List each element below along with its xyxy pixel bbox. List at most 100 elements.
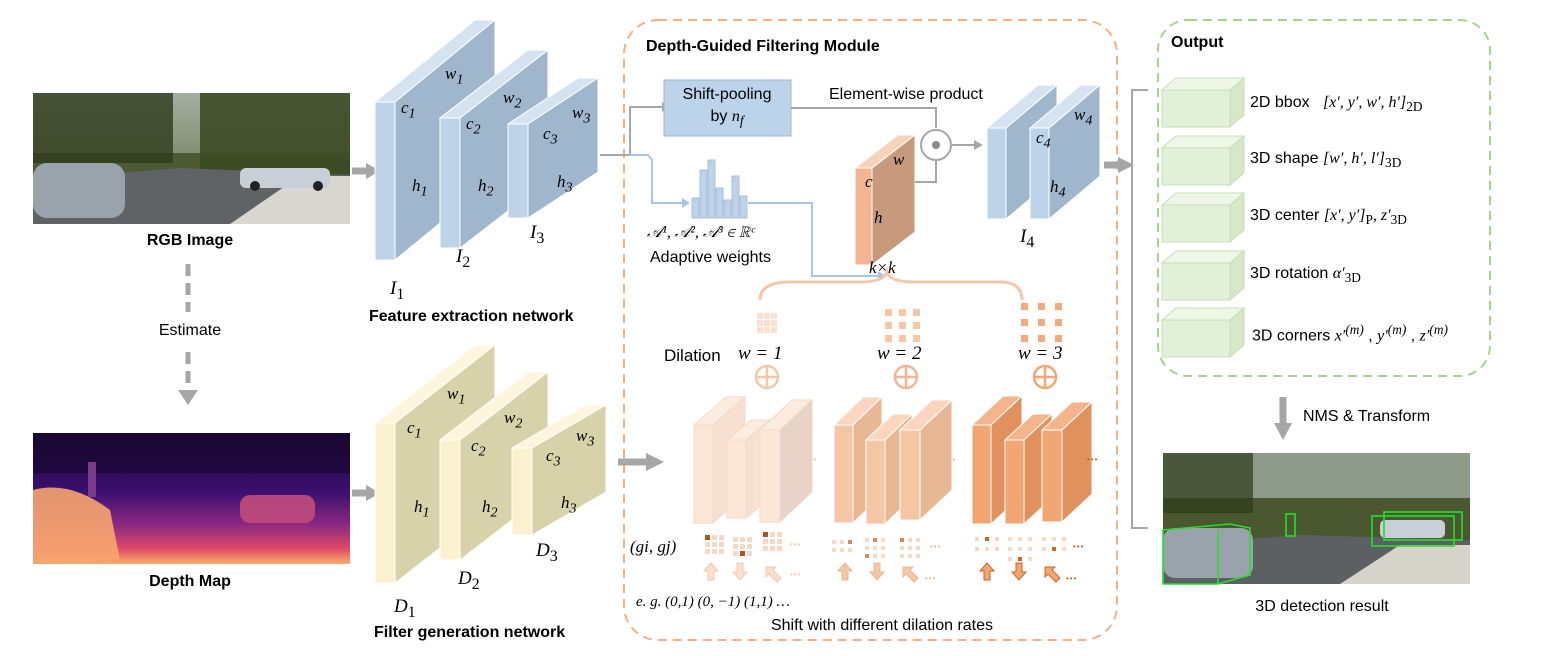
oplus-node-1	[754, 364, 780, 390]
I4-w4-label: w4	[1074, 105, 1093, 129]
output-title: Output	[1171, 34, 1224, 51]
dilation-w2: w = 2	[877, 343, 922, 364]
dilation-group-1-cuboids	[692, 395, 814, 525]
ellipsis-dots-7: •••	[790, 570, 802, 579]
offset-examples-label: e. g. (0,1) (0, −1) (1,1) …	[636, 594, 790, 610]
ellipsis-dots-9: •••	[1066, 574, 1078, 583]
dgf-title: Depth-Guided Filtering Module	[646, 38, 880, 55]
dilation-kernel-3	[1021, 303, 1062, 342]
kernel-cuboid	[853, 133, 917, 267]
output-cube-5	[1160, 306, 1246, 359]
shift-arrows-group-3	[978, 562, 1061, 583]
arrow-dgf-to-output	[1104, 157, 1134, 173]
filter-w3-label: w3	[576, 426, 595, 450]
feature-I2-label: I2	[456, 246, 471, 271]
filter-c1-label: c1	[407, 418, 422, 442]
dgf-module-border	[623, 19, 1118, 641]
filter-cuboid-2	[438, 370, 550, 562]
output-item-3d-rotation: 3D rotation α′3D	[1250, 265, 1361, 286]
ellipsis-dots-3: •••	[1087, 455, 1099, 464]
feature-I1-label: I1	[390, 278, 405, 303]
shift-pooling-box	[663, 79, 792, 137]
output-cube-3	[1160, 191, 1246, 244]
kernel-h-label: h	[874, 208, 883, 227]
shift-arrows-group-1	[702, 562, 782, 583]
filter-h1-label: h1	[414, 497, 430, 521]
feature-c1-label: c1	[401, 98, 416, 122]
element-wise-product-node	[920, 129, 952, 161]
dilation-w1: w = 1	[738, 343, 783, 364]
feature-cuboid-3	[506, 77, 600, 219]
feature-h2-label: h2	[478, 176, 494, 200]
ellipsis-dots-4: •••	[790, 540, 802, 549]
arrow-rgb-to-feature	[352, 163, 380, 179]
output-cuboid-I4-b	[1028, 83, 1102, 221]
rgb-image	[33, 93, 350, 224]
feature-w2-label: w2	[503, 88, 522, 112]
feature-I3-label: I3	[530, 222, 545, 247]
I4-h4-label: h4	[1050, 177, 1066, 201]
filter-net-title: Filter generation network	[374, 624, 566, 641]
offset-grids-group-1	[705, 532, 782, 556]
feature-c2-label: c2	[466, 114, 481, 138]
feature-w1-label: w1	[445, 64, 464, 88]
kxk-brace	[758, 266, 1024, 301]
filter-D1-label: D1	[394, 596, 416, 621]
ellipsis-dots-2: •••	[945, 455, 957, 464]
adaptive-weights-histogram	[691, 159, 748, 219]
filter-h3-label: h3	[561, 493, 577, 517]
ellipsis-dots-1: •••	[806, 455, 818, 464]
filter-D2-label: D2	[458, 568, 480, 593]
feature-h3-label: h3	[557, 172, 573, 196]
arrow-depth-to-filter	[352, 485, 380, 501]
output-bracket	[1131, 89, 1148, 529]
ellipsis-dots-5: •••	[930, 542, 942, 551]
nms-arrow	[1274, 397, 1292, 440]
offset-grids-group-3	[975, 537, 1066, 561]
ellipsis-dots-6: •••	[1073, 542, 1085, 551]
dilation-group-2-cuboids	[832, 395, 954, 526]
output-item-3d-center: 3D center [x′, y′]P, z′3D	[1250, 207, 1407, 228]
feature-h1-label: h1	[412, 176, 428, 200]
product-to-I4-arrow	[952, 140, 983, 150]
feature-cuboid-2	[438, 48, 550, 250]
output-item-2d-bbox: 2D bbox [x′, y′, w′, h′]2D	[1250, 94, 1423, 115]
depth-map-caption: Depth Map	[149, 573, 231, 590]
dilation-w3: w = 3	[1018, 343, 1063, 364]
shift-caption: Shift with different dilation rates	[770, 617, 994, 634]
shift-to-product-connector	[791, 107, 937, 128]
dilation-group-3-cuboids	[970, 394, 1094, 526]
filter-c2-label: c2	[471, 436, 486, 460]
dilation-kernel-2	[885, 309, 920, 342]
shift-pooling-line1: Shift-pooling	[682, 86, 772, 103]
I4-label: I4	[1020, 226, 1035, 251]
output-box-border	[1157, 19, 1491, 377]
kernel-c-label: c	[865, 172, 873, 191]
dilation-label: Dilation	[664, 346, 721, 365]
estimate-label: Estimate	[158, 322, 222, 339]
output-cube-1	[1160, 76, 1246, 129]
filter-w1-label: w1	[447, 384, 466, 408]
filter-D3-label: D3	[536, 540, 558, 565]
filter-c3-label: c3	[546, 446, 561, 470]
output-item-3d-corners: 3D corners x′(m) , y′(m) , z′(m)	[1252, 322, 1448, 345]
detection-result-image	[1162, 453, 1470, 585]
rgb-image-caption: RGB Image	[146, 232, 234, 249]
kernel-to-product-connector	[915, 158, 937, 183]
shift-arrows-group-2	[836, 562, 919, 583]
oplus-node-3	[1032, 364, 1058, 390]
feature-w3-label: w3	[572, 103, 591, 127]
filter-h2-label: h2	[482, 497, 498, 521]
detection-result-caption: 3D detection result	[1255, 598, 1389, 615]
oplus-node-2	[893, 364, 919, 390]
I4-c4-label: c4	[1036, 128, 1051, 152]
filter-cuboid-3	[510, 404, 608, 536]
estimate-arrow	[178, 264, 198, 405]
output-item-3d-shape: 3D shape [w′, h′, l′]3D	[1250, 150, 1402, 171]
output-cube-4	[1160, 249, 1246, 302]
arrow-filter-to-dgf	[618, 453, 664, 471]
filter-w2-label: w2	[504, 408, 523, 432]
nms-transform-label: NMS & Transform	[1303, 408, 1431, 425]
shift-pooling-line2: by nf	[710, 108, 744, 129]
kernel-w-label: w	[893, 150, 905, 169]
